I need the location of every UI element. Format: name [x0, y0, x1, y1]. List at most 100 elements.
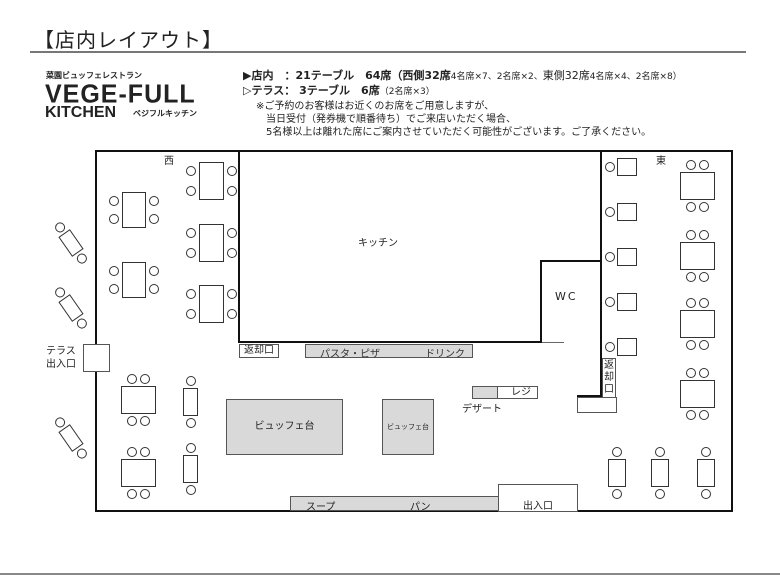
wall [731, 150, 733, 512]
table-4-seat [199, 285, 224, 323]
terrace-table-group [52, 220, 91, 266]
wall [95, 150, 97, 344]
chair [185, 443, 196, 453]
dessert-counter [472, 386, 498, 399]
chair [109, 196, 119, 206]
soup-label: スープ [306, 502, 336, 513]
chair [686, 160, 696, 170]
terrace-table-group [52, 415, 91, 461]
line [542, 342, 564, 343]
table-2-seat [183, 388, 198, 416]
chair [186, 248, 196, 258]
chair [605, 342, 615, 352]
info-indoor: ▶店内 ：21テーブル 64席（西側32席4名席×7、2名席×2、東側32席4名… [243, 67, 682, 83]
chair [109, 266, 119, 276]
chair [185, 376, 196, 386]
table-4-seat [122, 192, 146, 228]
chair [699, 160, 709, 170]
table-4-seat [199, 224, 224, 262]
table-2-seat [651, 459, 669, 487]
chair [127, 416, 137, 426]
table-2-seat [183, 455, 198, 483]
chair [185, 418, 196, 428]
chair [605, 207, 615, 217]
chair [186, 228, 196, 238]
table-2-seat [617, 248, 637, 266]
terrace-table-group [52, 285, 91, 331]
chair [686, 202, 696, 212]
chair [149, 266, 159, 276]
chair [605, 297, 615, 307]
chair [699, 202, 709, 212]
kitchen-wall [238, 341, 542, 343]
table-2-seat [617, 293, 637, 311]
chair [149, 284, 159, 294]
chair [699, 368, 709, 378]
table-4-seat [680, 242, 715, 270]
wc-label: WC [555, 290, 578, 303]
terrace-entrance[interactable] [83, 344, 110, 372]
terrace-summary: ▷テラス： 3テーブル 6席 [243, 84, 380, 97]
wall [95, 372, 97, 512]
chair [227, 248, 237, 258]
pasta-drink-counter [305, 344, 473, 358]
west-label: 西 [164, 156, 174, 167]
table-2-seat [617, 203, 637, 221]
table-4-seat [680, 380, 715, 408]
chair [74, 316, 89, 331]
chair [686, 340, 696, 350]
table-4-seat [121, 386, 156, 414]
logo-main: VEGE-FULL [45, 79, 196, 109]
chair [140, 447, 150, 457]
logo-kana: ベジフルキッチン [133, 109, 197, 118]
drink-label: ドリンク [425, 349, 465, 360]
buffet-table-large: ビュッフェ台 [226, 399, 343, 455]
indoor-summary: ▶店内 ：21テーブル 64席（西側32席 [243, 69, 451, 82]
pasta-label: パスタ・ピザ [320, 349, 380, 360]
chair [127, 374, 137, 384]
chair [701, 447, 711, 457]
terrace-entrance-label: テラス 出入口 [46, 346, 76, 370]
chair [605, 252, 615, 262]
wc-wall [540, 260, 602, 262]
chair [186, 166, 196, 176]
chair [140, 416, 150, 426]
kitchen-wall [540, 260, 542, 343]
chair [655, 447, 665, 457]
register: レジ [497, 386, 538, 399]
chair [612, 447, 622, 457]
chair [227, 228, 237, 238]
table-2-seat [617, 158, 637, 176]
chair [74, 446, 89, 461]
chair [612, 489, 622, 499]
return-counter-east: 返却口 [602, 358, 616, 400]
table-4-seat [199, 162, 224, 200]
chair [186, 289, 196, 299]
kitchen-label: キッチン [358, 238, 398, 249]
table-4-seat [680, 310, 715, 338]
chair [127, 447, 137, 457]
return-counter: 返却口 [239, 344, 279, 358]
chair [701, 489, 711, 499]
main-entrance[interactable]: 出入口 [498, 484, 578, 512]
chair [699, 410, 709, 420]
info-terrace: ▷テラス： 3テーブル 6席（2名席×3） [243, 82, 435, 98]
dessert-label: デザート [462, 404, 502, 415]
table-4-seat [121, 459, 156, 487]
chair [109, 284, 119, 294]
chair [109, 214, 119, 224]
east-label: 東 [656, 156, 666, 167]
note-1: ※ご予約のお客様はお近くのお席をご用意しますが、 [256, 101, 495, 112]
chair [699, 230, 709, 240]
wall [95, 150, 733, 152]
note-3: 5名様以上は離れた席にご案内させていただく可能性がございます。ご了承ください。 [266, 127, 652, 138]
logo-subtitle: 菜園ビュッフェレストラン [46, 71, 142, 80]
chair [227, 186, 237, 196]
divider [0, 573, 780, 575]
chair [227, 166, 237, 176]
kitchen-wall [238, 150, 240, 343]
chair [185, 485, 196, 495]
note-2: 当日受付（発券機で順番待ち）でご来店いただく場合、 [266, 114, 516, 125]
chair [140, 489, 150, 499]
chair [686, 368, 696, 378]
